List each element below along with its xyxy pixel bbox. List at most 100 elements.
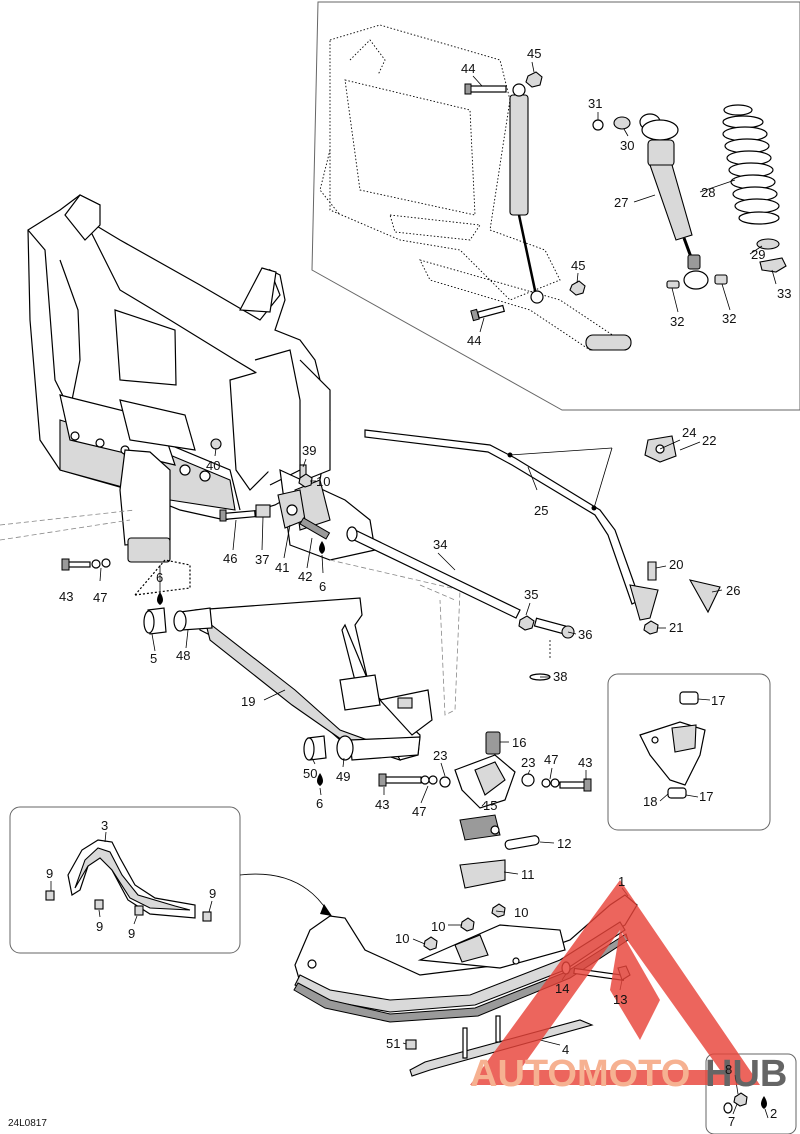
callout-37: 37: [255, 552, 269, 567]
bolt-44-lower: [470, 304, 506, 322]
callout-51: 51: [386, 1036, 400, 1051]
callout-35: 35: [524, 587, 538, 602]
callout-8: 8: [725, 1062, 732, 1077]
washer-23-right: [521, 773, 535, 787]
spindle-15: [454, 754, 516, 809]
spring-28: [722, 104, 780, 225]
callout-6: 6: [319, 579, 326, 594]
callout-15: 15: [483, 798, 497, 813]
spacer-37: [255, 504, 271, 518]
nut-10-frame: [298, 473, 313, 488]
callout-43: 43: [375, 797, 389, 812]
fastener-detail: [723, 1092, 767, 1114]
callout-36: 36: [578, 627, 592, 642]
nut-45-lower: [569, 280, 586, 296]
grease-drop-42: [319, 541, 325, 554]
bolt-43-left: [61, 558, 111, 571]
shock-mounted: [509, 83, 632, 351]
shock-absorber-27: [639, 113, 709, 290]
nut-51: [405, 1039, 417, 1050]
callout-9: 9: [209, 886, 216, 901]
bushings-32: [666, 274, 728, 289]
nut-21: [643, 620, 659, 635]
watermark-triangle-icon: [470, 880, 760, 1085]
bolt-46: [219, 509, 256, 522]
dotted-lead-box: [133, 559, 191, 596]
callout-44: 44: [467, 333, 481, 348]
bushing-5: [143, 607, 167, 635]
ball-joint-36: [533, 617, 575, 639]
callout-28: 28: [701, 185, 715, 200]
handle-leader-arrow: [239, 873, 329, 913]
handle-arrowhead: [320, 904, 332, 916]
sway-bar-25: [364, 429, 641, 605]
nuts-10-ski: [423, 903, 506, 951]
callout-labels: 45 44 31 30 27 28 29 33 45 44 32 32 24 2…: [46, 46, 791, 1129]
callout-10: 10: [395, 931, 409, 946]
callout-21: 21: [669, 620, 683, 635]
nut-45-upper: [525, 71, 543, 88]
callout-42: 42: [298, 569, 312, 584]
watermark-word-right: HUB: [705, 1053, 787, 1095]
callout-12: 12: [557, 836, 571, 851]
ghost-outlines: [0, 509, 461, 716]
callout-10: 10: [316, 474, 330, 489]
circlip-31: [592, 119, 604, 131]
callout-47: 47: [412, 804, 426, 819]
callout-41: 41: [275, 560, 289, 575]
callout-50: 50: [303, 766, 317, 781]
callout-9: 9: [46, 866, 53, 881]
bolt-20: [647, 561, 657, 581]
pin-12: [504, 835, 540, 850]
grease-drop-5: [157, 592, 163, 605]
a-arm-19: [194, 597, 433, 761]
bolt-44-upper: [464, 83, 507, 95]
callout-29: 29: [751, 247, 765, 262]
pivot-tube-48: [173, 607, 213, 632]
callout-26: 26: [726, 583, 740, 598]
callout-19: 19: [241, 694, 255, 709]
spindle-bushing-detail: [639, 691, 706, 799]
callout-45: 45: [571, 258, 585, 273]
spring-seat-29: [756, 238, 780, 250]
washer-23-left: [439, 776, 451, 788]
tie-rod-34: [346, 526, 521, 619]
callout-9: 9: [128, 926, 135, 941]
callout-6: 6: [156, 570, 163, 585]
callout-14: 14: [555, 981, 569, 996]
adjuster-33: [759, 257, 787, 273]
callout-11: 11: [521, 867, 535, 882]
watermark-logo: AUTOMOTO HUB: [470, 880, 787, 1095]
shock-detail-panel: [311, 1, 800, 411]
callout-5: 5: [150, 651, 157, 666]
spacer-30: [613, 116, 631, 130]
callout-32: 32: [670, 314, 684, 329]
callout-10: 10: [514, 905, 528, 920]
callout-32: 32: [722, 311, 736, 326]
bracket-sway: [629, 584, 659, 621]
bushing-50: [303, 735, 327, 761]
grease-drop-50: [317, 773, 323, 786]
callout-45: 45: [527, 46, 541, 61]
kingpin-16: [485, 731, 501, 755]
bolt-42: [299, 517, 331, 540]
callout-30: 30: [620, 138, 634, 153]
callout-48: 48: [176, 648, 190, 663]
drawing-reference: 24L0817: [8, 1118, 47, 1129]
wear-block-11: [459, 859, 506, 889]
callout-23: 23: [433, 748, 447, 763]
callout-10: 10: [431, 919, 445, 934]
callout-4: 4: [562, 1042, 569, 1057]
callout-3: 3: [101, 818, 108, 833]
nut-35: [518, 615, 535, 631]
callout-2: 2: [770, 1106, 777, 1121]
callout-24: 24: [682, 425, 696, 440]
callout-6: 6: [316, 796, 323, 811]
callout-43: 43: [59, 589, 73, 604]
callout-47: 47: [544, 752, 558, 767]
callout-18: 18: [643, 794, 657, 809]
callout-25: 25: [534, 503, 548, 518]
callout-17: 17: [699, 789, 713, 804]
callout-16: 16: [512, 735, 526, 750]
